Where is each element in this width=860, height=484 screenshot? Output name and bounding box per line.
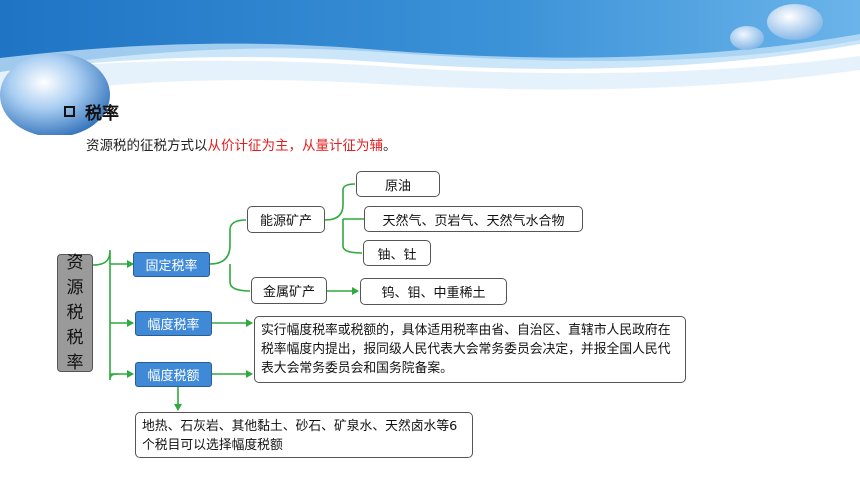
- node-tungsten-etc: 钨、钼、中重稀土: [360, 278, 507, 305]
- intro-suffix: 。: [383, 138, 397, 154]
- range-rate-note: 实行幅度税率或税额的，具体适用税率由省、自治区、直辖市人民政府在税率幅度内提出，…: [254, 316, 686, 383]
- node-uranium-thorium: 铀、钍: [363, 240, 431, 266]
- intro-highlight: 从价计征为主，从量计征为辅: [207, 138, 384, 154]
- node-crude-oil: 原油: [356, 171, 440, 197]
- root-char: 源: [66, 277, 84, 298]
- node-range-rate: 幅度税率: [135, 311, 212, 336]
- node-fixed-rate: 固定税率: [133, 252, 210, 277]
- root-resource-tax-rate: 资 源 税 税 率: [57, 252, 93, 373]
- header-banner: [0, 0, 860, 135]
- intro-paragraph: 资源税的征税方式以从价计征为主，从量计征为辅。: [86, 134, 397, 154]
- intro-prefix: 资源税的征税方式以: [86, 138, 208, 154]
- node-natural-gas: 天然气、页岩气、天然气水合物: [364, 206, 583, 232]
- root-char: 资: [66, 252, 84, 273]
- node-energy-mineral: 能源矿产: [247, 206, 325, 233]
- node-range-amount: 幅度税额: [135, 362, 212, 387]
- section-heading: 税率: [64, 99, 119, 124]
- range-amount-note: 地热、石灰岩、其他黏土、砂石、矿泉水、天然卤水等6个税目可以选择幅度税额: [135, 412, 473, 458]
- checkbox-bullet-icon: [64, 106, 75, 117]
- root-char: 率: [66, 352, 84, 373]
- node-metal-mineral: 金属矿产: [251, 277, 327, 304]
- root-char: 税: [66, 302, 84, 323]
- section-title: 税率: [85, 104, 119, 124]
- root-char: 税: [66, 327, 84, 348]
